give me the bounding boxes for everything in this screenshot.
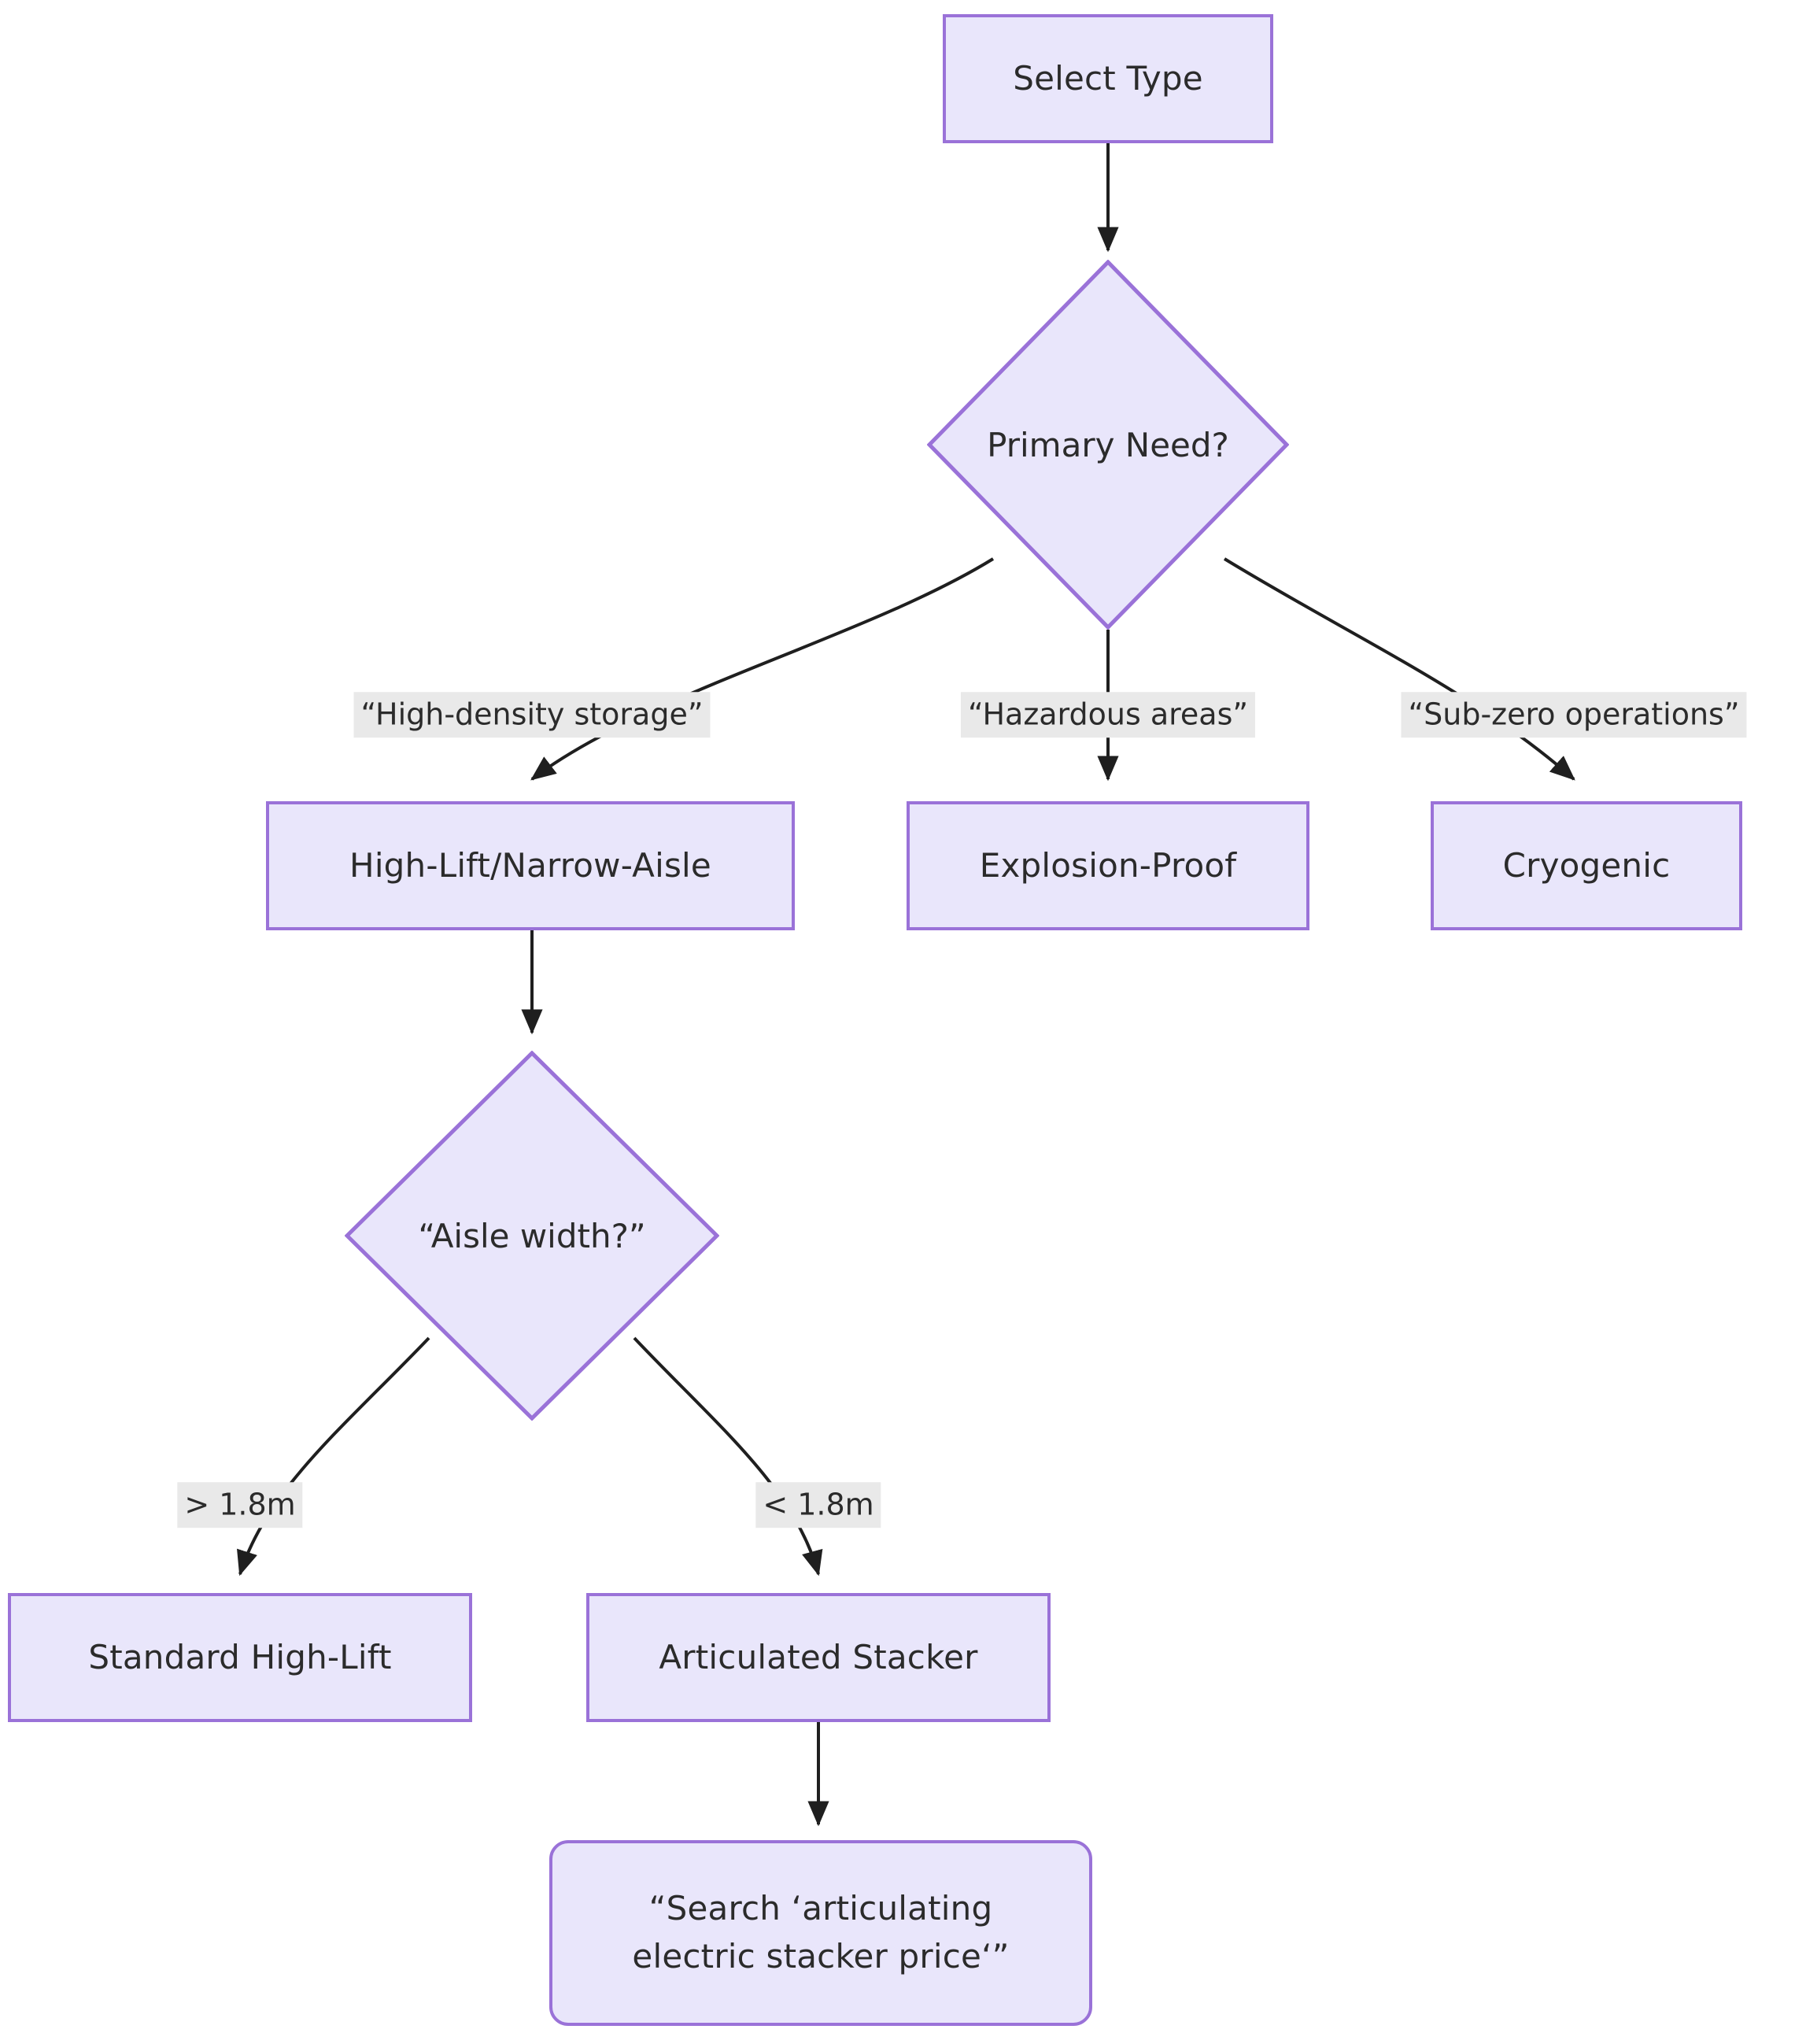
node-explosion-proof[interactable]: Explosion-Proof bbox=[907, 801, 1309, 930]
node-primary-need[interactable]: Primary Need? bbox=[927, 260, 1289, 630]
edge-primary-need-to-high-lift bbox=[530, 557, 995, 781]
node-high-lift-narrow-aisle-label: High-Lift/Narrow-Aisle bbox=[349, 845, 711, 885]
node-high-lift-narrow-aisle[interactable]: High-Lift/Narrow-Aisle bbox=[266, 801, 795, 930]
node-select-type-label: Select Type bbox=[1013, 58, 1203, 98]
edge-label-sub-zero-operations: “Sub-zero operations” bbox=[1401, 692, 1747, 737]
node-standard-high-lift-label: Standard High-Lift bbox=[88, 1637, 392, 1676]
diamond-shape-aisle-width bbox=[345, 1051, 719, 1421]
edge-aisle-width-to-articulated bbox=[633, 1336, 823, 1576]
diamond-shape-primary-need bbox=[927, 260, 1289, 630]
edge-label-greater-than-1-8m: > 1.8m bbox=[177, 1482, 303, 1528]
node-explosion-proof-label: Explosion-Proof bbox=[979, 845, 1237, 885]
node-aisle-width[interactable]: “Aisle width?” bbox=[345, 1051, 719, 1421]
edge-label-high-density-storage: “High-density storage” bbox=[353, 692, 711, 737]
node-cryogenic[interactable]: Cryogenic bbox=[1431, 801, 1742, 930]
node-primary-need-label: Primary Need? bbox=[987, 425, 1229, 464]
node-articulated-stacker[interactable]: Articulated Stacker bbox=[586, 1593, 1051, 1722]
edge-aisle-width-to-standard bbox=[237, 1336, 430, 1576]
node-standard-high-lift[interactable]: Standard High-Lift bbox=[8, 1593, 472, 1722]
node-search-query-label: “Search ‘articulating electric stacker p… bbox=[632, 1889, 1010, 1976]
node-articulated-stacker-label: Articulated Stacker bbox=[659, 1637, 978, 1676]
edge-label-hazardous-areas: “Hazardous areas” bbox=[960, 692, 1256, 737]
edge-primary-need-to-cryogenic bbox=[1223, 557, 1575, 781]
node-select-type[interactable]: Select Type bbox=[943, 14, 1273, 143]
node-search-query[interactable]: “Search ‘articulating electric stacker p… bbox=[549, 1840, 1092, 2026]
edge-label-less-than-1-8m: < 1.8m bbox=[755, 1482, 881, 1528]
node-cryogenic-label: Cryogenic bbox=[1502, 845, 1671, 885]
node-aisle-width-label: “Aisle width?” bbox=[418, 1216, 646, 1255]
